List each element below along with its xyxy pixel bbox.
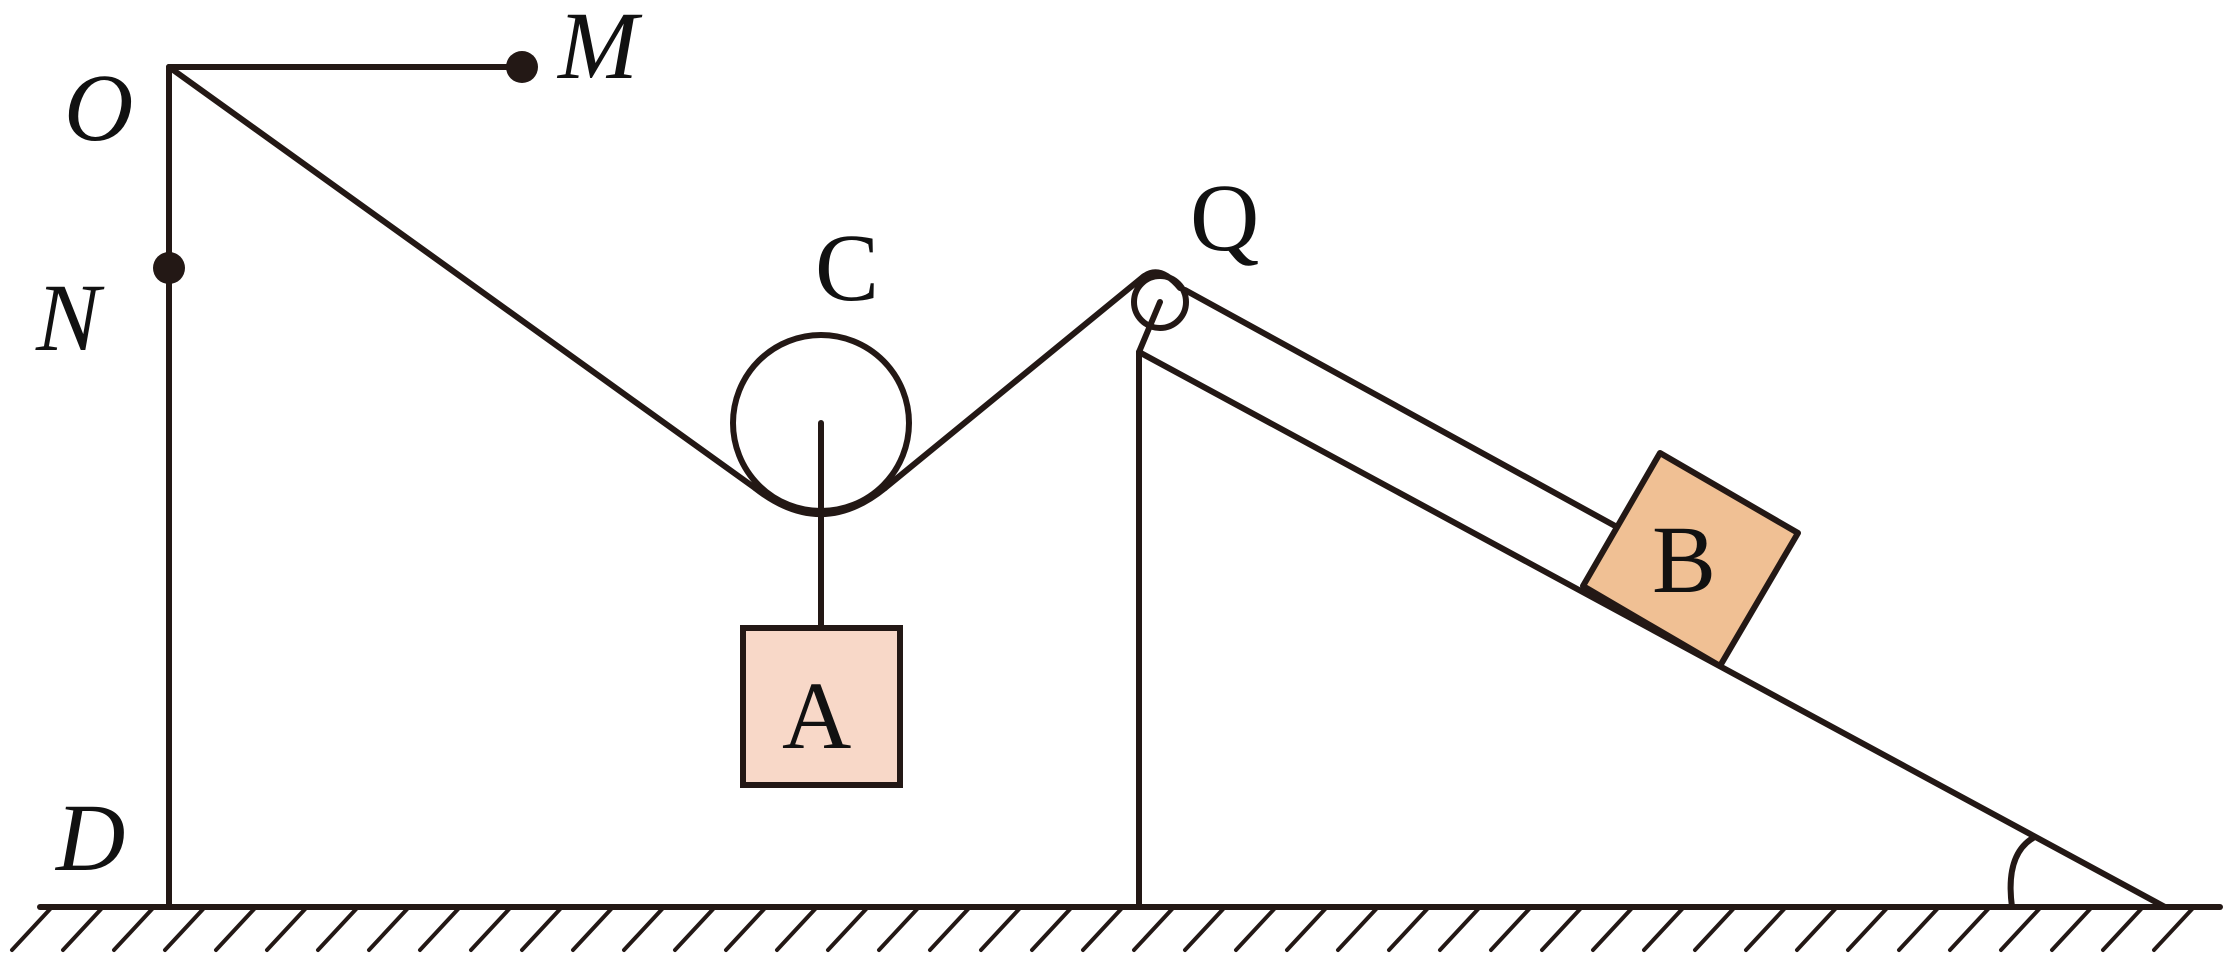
ground-hatch-line (826, 905, 870, 952)
ground-hatch-line (112, 905, 156, 952)
ground-hatch-line (1183, 905, 1227, 952)
ground-hatch-line (10, 905, 54, 952)
ground-hatch-line (1132, 905, 1176, 952)
ground-hatch-line (1540, 905, 1584, 952)
ground-hatch-line (1234, 905, 1278, 952)
ground-hatch-line (1336, 905, 1380, 952)
ground-hatch-line (673, 905, 717, 952)
ground-hatch-line (1438, 905, 1482, 952)
ground-hatch-line (214, 905, 258, 952)
ground-hatch-line (520, 905, 564, 952)
ground-hatch-line (61, 905, 105, 952)
label-a: A (782, 662, 851, 769)
ground-hatch-line (163, 905, 207, 952)
ground-hatch-line (724, 905, 768, 952)
ground-hatch-line (2101, 905, 2145, 952)
ground-hatch-line (979, 905, 1023, 952)
label-q: Q (1190, 164, 1259, 271)
label-b: B (1652, 506, 1716, 613)
ground-hatch-line (1897, 905, 1941, 952)
ground-hatch-line (2050, 905, 2094, 952)
ground-hatch-line (1285, 905, 1329, 952)
block-a (740, 625, 903, 788)
ground-hatch-line (1642, 905, 1686, 952)
point-m-dot (506, 51, 538, 83)
ground-hatch-line (469, 905, 513, 952)
ground-hatch-line (2152, 905, 2196, 952)
ground-hatch-line (1693, 905, 1737, 952)
incline-angle-arc (2007, 835, 2036, 910)
ground-hatching (10, 905, 2196, 952)
ground-hatch-line (775, 905, 819, 952)
label-d: D (54, 784, 125, 891)
ground-hatch-line (1591, 905, 1635, 952)
ground-hatch-line (1081, 905, 1125, 952)
label-o: O (64, 54, 133, 161)
ground-hatch-line (367, 905, 411, 952)
ground-hatch-line (1999, 905, 2043, 952)
label-m: M (556, 0, 643, 99)
ground-hatch-line (265, 905, 309, 952)
ground-hatch-line (1948, 905, 1992, 952)
ground-hatch-line (1489, 905, 1533, 952)
ground-hatch-line (1387, 905, 1431, 952)
block-b (1580, 450, 1801, 669)
ground-hatch-line (928, 905, 972, 952)
ground-hatch-line (1846, 905, 1890, 952)
rope-q-to-b (1182, 287, 1620, 530)
rope-o-to-c (166, 64, 758, 491)
rope-c-to-q (882, 274, 1146, 491)
label-n: N (35, 264, 105, 371)
ground (10, 904, 2223, 952)
ground-hatch-line (1030, 905, 1074, 952)
ground-hatch-line (571, 905, 615, 952)
ground-hatch-line (622, 905, 666, 952)
ground-hatch-line (418, 905, 462, 952)
ground-hatch-line (316, 905, 360, 952)
rope-over-pulley-q (1140, 269, 1183, 291)
ground-hatch-line (1744, 905, 1788, 952)
point-n-dot (153, 252, 185, 284)
label-c: C (815, 214, 879, 321)
ground-hatch-line (1795, 905, 1839, 952)
ground-hatch-line (877, 905, 921, 952)
